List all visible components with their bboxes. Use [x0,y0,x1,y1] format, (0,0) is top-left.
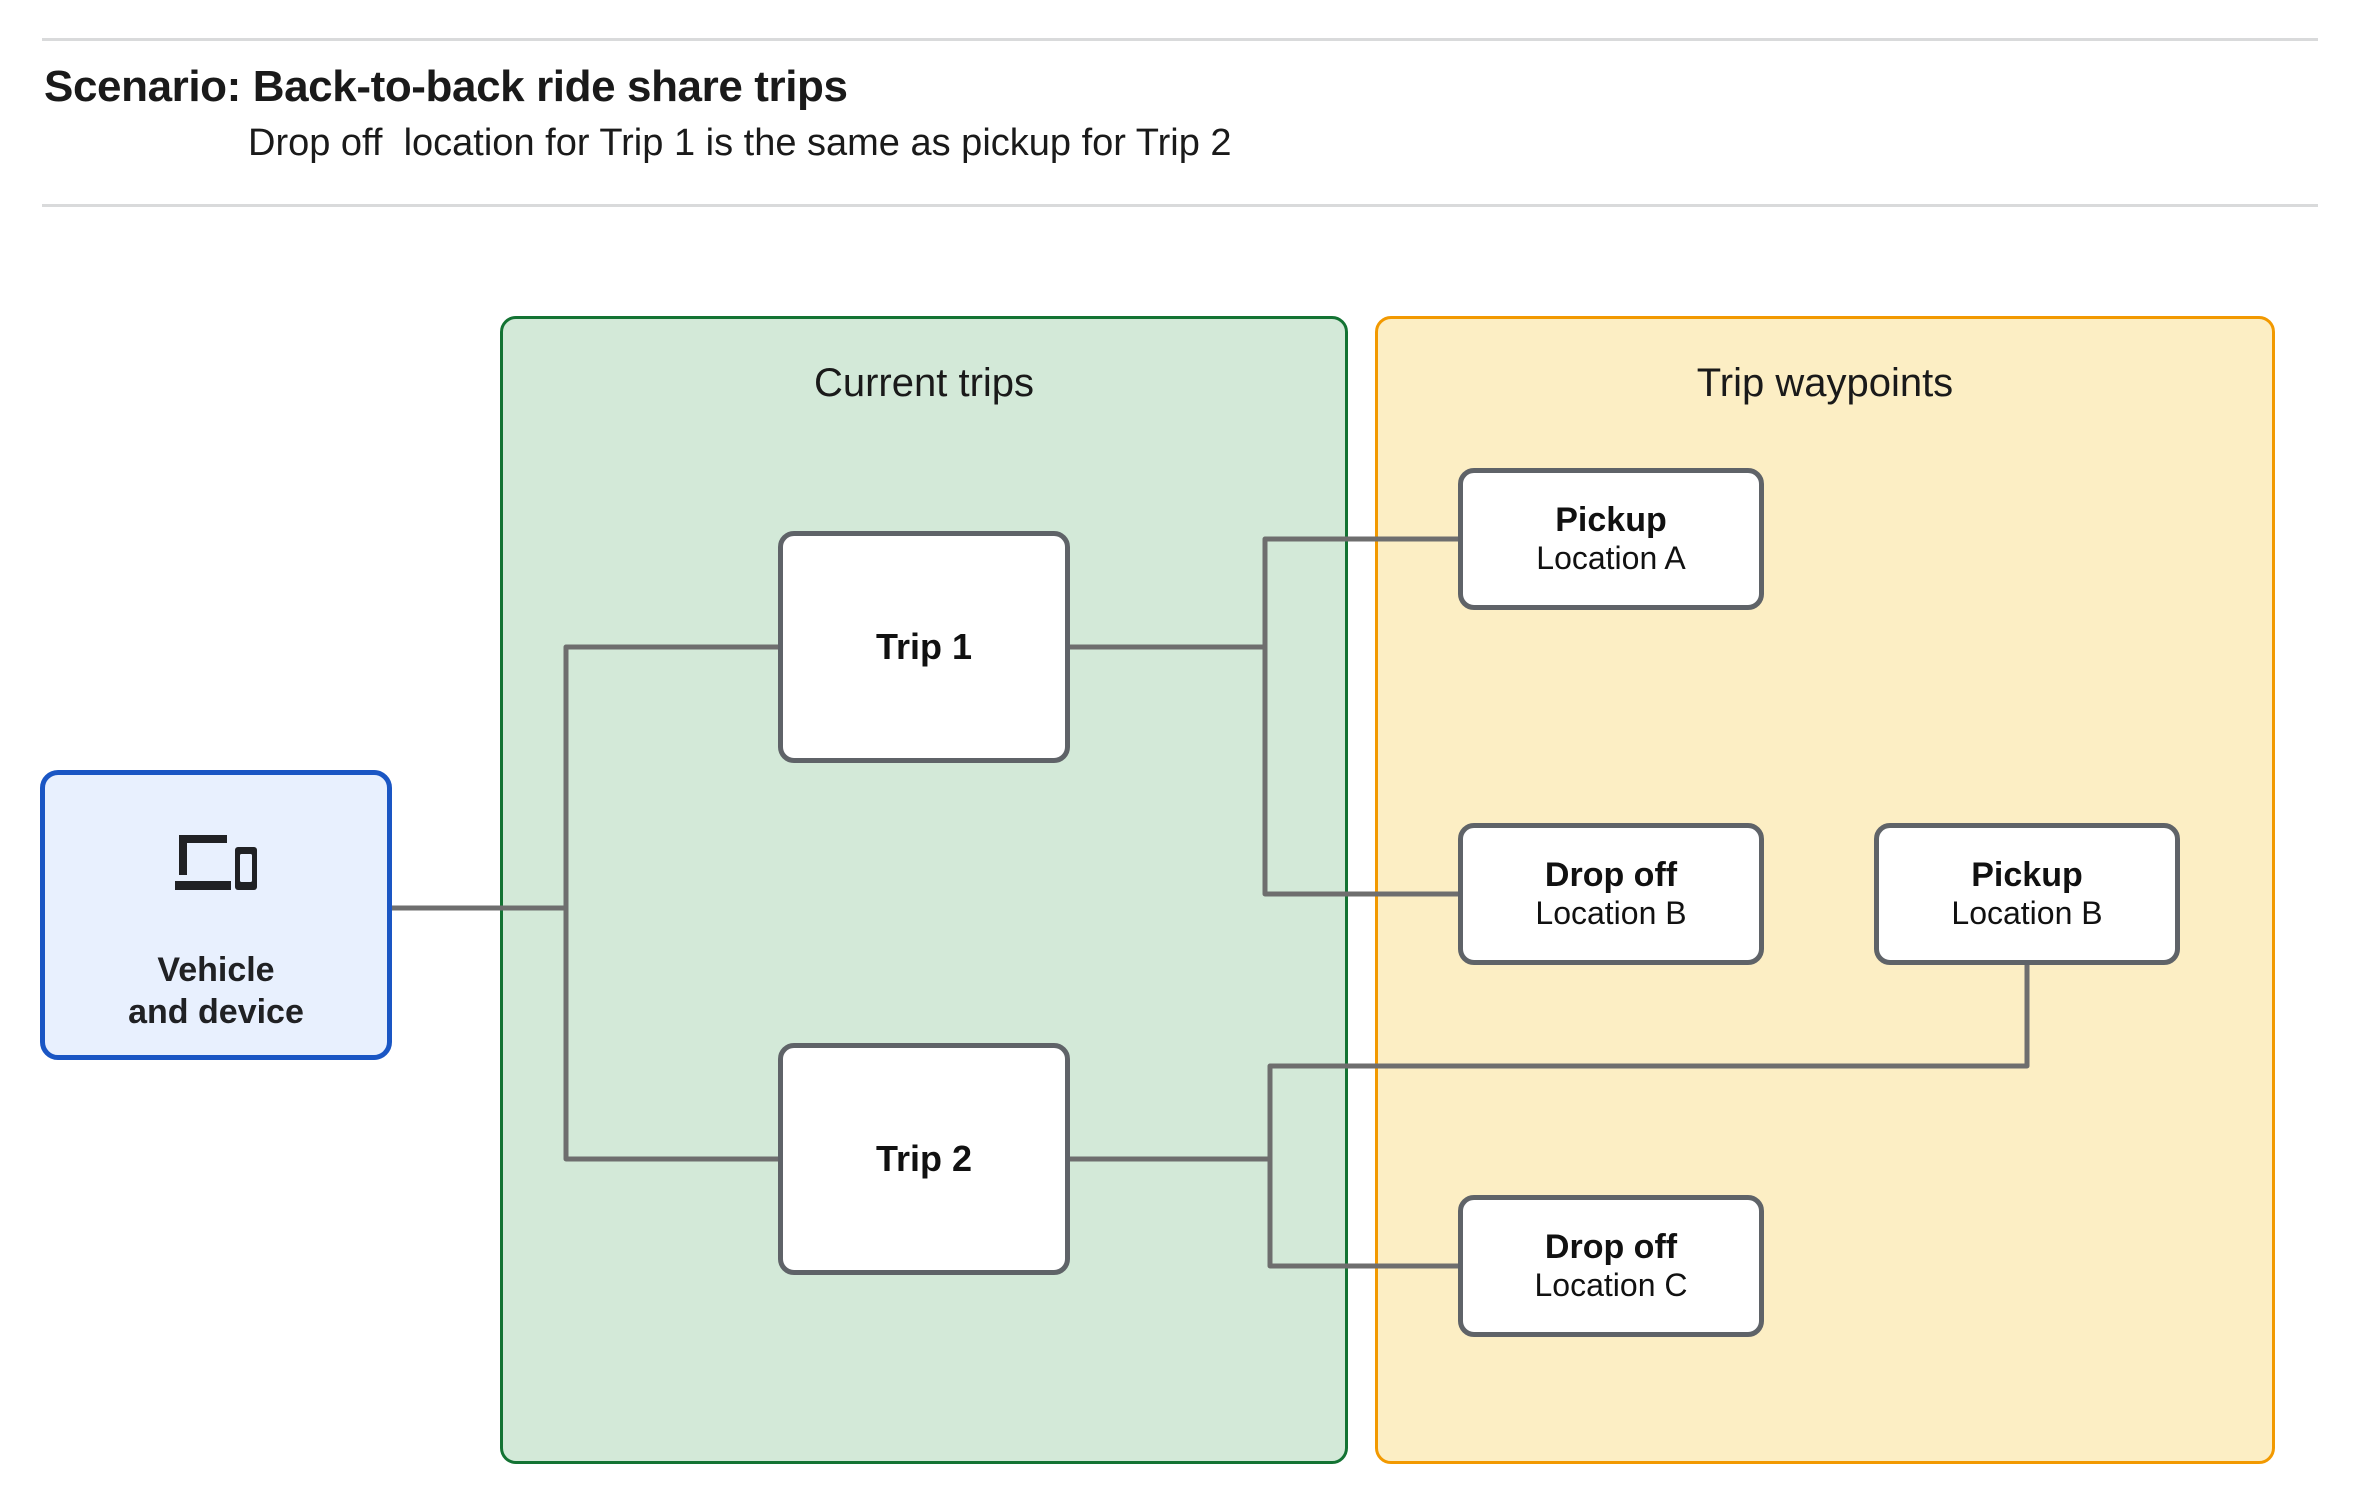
node-vehicle-and-device-label: Vehicle and device [128,951,304,1032]
node-dropoff-location-b-title: Drop off [1544,856,1678,895]
node-pickup-location-b-sub: Location B [1951,895,2103,932]
node-trip-1[interactable]: Trip 1 [778,531,1070,763]
panel-current-trips-label: Current trips [813,361,1035,405]
panel-current-trips: Current trips [500,316,1348,1464]
node-trip-2-label: Trip 2 [875,1137,973,1179]
node-dropoff-location-c-title: Drop off [1544,1228,1678,1267]
node-dropoff-location-b[interactable]: Drop off Location B [1458,823,1764,965]
node-pickup-location-b-title: Pickup [1971,856,2083,895]
node-dropoff-location-b-sub: Location B [1535,895,1687,932]
node-dropoff-location-c-sub: Location C [1534,1267,1688,1304]
header-divider-bottom [42,204,2318,207]
panel-trip-waypoints-label: Trip waypoints [1696,361,1954,405]
header-divider-top [42,38,2318,41]
node-vehicle-and-device[interactable]: Vehicle and device [40,770,392,1060]
node-dropoff-location-c[interactable]: Drop off Location C [1458,1195,1764,1337]
page-title: Scenario: Back-to-back ride share trips [44,62,848,111]
node-trip-1-label: Trip 1 [875,625,973,667]
node-pickup-location-a-title: Pickup [1555,501,1667,540]
node-pickup-location-a-sub: Location A [1536,540,1686,577]
page-subtitle: Drop off location for Trip 1 is the same… [248,122,1232,164]
devices-icon [175,835,257,890]
node-pickup-location-a[interactable]: Pickup Location A [1458,468,1764,610]
node-pickup-location-b[interactable]: Pickup Location B [1874,823,2180,965]
node-trip-2[interactable]: Trip 2 [778,1043,1070,1275]
